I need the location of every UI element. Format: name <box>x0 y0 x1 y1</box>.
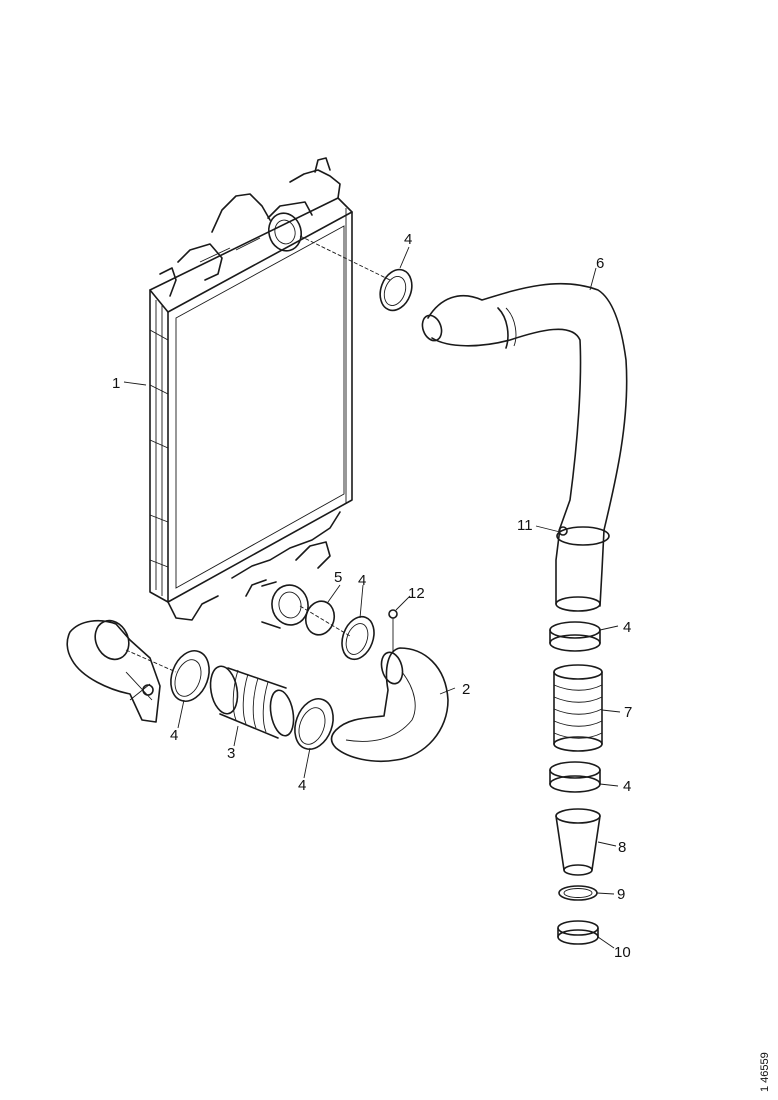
callout-4-core-outlet: 4 <box>358 572 366 589</box>
callout-2: 2 <box>462 681 470 698</box>
hose-clamp-center <box>294 698 334 750</box>
connector-sleeve <box>555 808 601 876</box>
sealing-ring <box>304 600 336 636</box>
callout-4-left: 4 <box>170 727 178 744</box>
callout-1: 1 <box>112 375 120 392</box>
callout-4-core-inlet: 4 <box>404 231 412 248</box>
callout-labels: 1 2 3 4 4 4 4 4 4 5 6 7 8 9 10 11 12 <box>112 231 632 961</box>
callout-9: 9 <box>617 886 625 903</box>
intercooler-core <box>149 157 353 629</box>
callout-12: 12 <box>408 585 425 602</box>
charge-air-pipe-upper <box>421 282 628 612</box>
callout-8: 8 <box>618 839 626 856</box>
hose-clamp-core-inlet <box>379 268 413 312</box>
callout-11: 11 <box>517 517 533 534</box>
callout-3: 3 <box>227 745 235 762</box>
hose-clamp-bottom <box>557 920 599 945</box>
callout-4-right-lower: 4 <box>623 778 631 795</box>
callout-7: 7 <box>624 704 632 721</box>
lower-elbow-pipe <box>330 647 449 763</box>
drawing-code: 1 46559 <box>759 1052 771 1092</box>
corrugated-hose <box>209 665 295 739</box>
hose-clamp-right-lower <box>549 761 601 793</box>
hose-clamp-left <box>170 650 210 702</box>
sensor-plug <box>388 609 398 652</box>
hose-clamp-core-outlet <box>341 615 375 661</box>
leader-lines <box>123 235 621 949</box>
callout-4-right-upper: 4 <box>623 619 631 636</box>
callout-10: 10 <box>614 944 631 961</box>
rubber-bellows <box>553 664 603 752</box>
callout-4-center: 4 <box>298 777 306 794</box>
callout-6: 6 <box>596 255 604 272</box>
callout-5: 5 <box>334 569 342 586</box>
o-ring <box>558 885 598 901</box>
clamp-small <box>556 526 610 546</box>
hose-clamp-right-upper <box>549 621 601 652</box>
turbo-outlet-elbow <box>66 619 161 723</box>
